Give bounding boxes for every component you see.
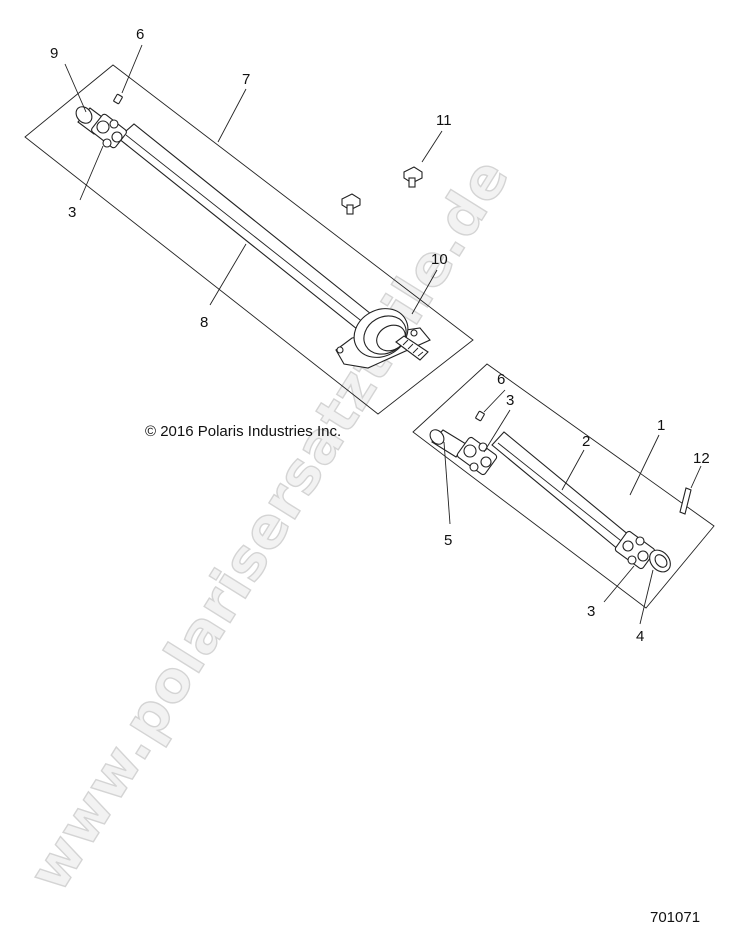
lower-coupler: [649, 549, 671, 573]
lower-u-joint-right: [614, 530, 656, 570]
copyright-notice: © 2016 Polaris Industries Inc.: [145, 423, 341, 440]
callout-5: 5: [444, 532, 452, 549]
lower-stub-yoke: [429, 429, 467, 458]
callout-2: 2: [582, 433, 590, 450]
callout-11: 11: [436, 112, 452, 129]
grease-fitting-lower: [475, 410, 485, 422]
grease-fitting-upper: [113, 93, 123, 105]
drawing-number: 701071: [650, 909, 700, 926]
callout-9: 9: [50, 45, 58, 62]
upper-u-joint: [91, 113, 127, 149]
callout-6-upper: 6: [136, 26, 144, 43]
callout-8: 8: [200, 314, 208, 331]
callout-6-lower: 6: [497, 371, 505, 388]
callout-4: 4: [636, 628, 644, 645]
upper-shaft-assembly: [24, 64, 474, 415]
roll-pin: [679, 487, 692, 515]
callouts: 9 6 7 11 3 10 8 6 3 2 1 12 5 3 4: [50, 26, 710, 645]
callout-10: 10: [431, 251, 448, 268]
leader-lines: [64, 44, 702, 625]
bolt-a: [341, 193, 361, 215]
callout-1: 1: [657, 417, 665, 434]
lower-assembly-frame: [412, 363, 715, 609]
upper-shaft-tube: [117, 123, 377, 334]
callout-3-lower-right: 3: [587, 603, 595, 620]
callout-3-lower-left: 3: [506, 392, 514, 409]
callout-3-upper: 3: [68, 204, 76, 221]
bolt-b: [403, 166, 423, 188]
callout-7: 7: [242, 71, 250, 88]
splined-stub-shaft: [395, 335, 429, 361]
lower-u-joint-left: [456, 436, 498, 476]
lower-shaft-tube: [491, 431, 631, 551]
upper-assembly-frame: [24, 64, 474, 415]
lower-shaft-assembly: [412, 363, 715, 609]
callout-12: 12: [693, 450, 710, 467]
